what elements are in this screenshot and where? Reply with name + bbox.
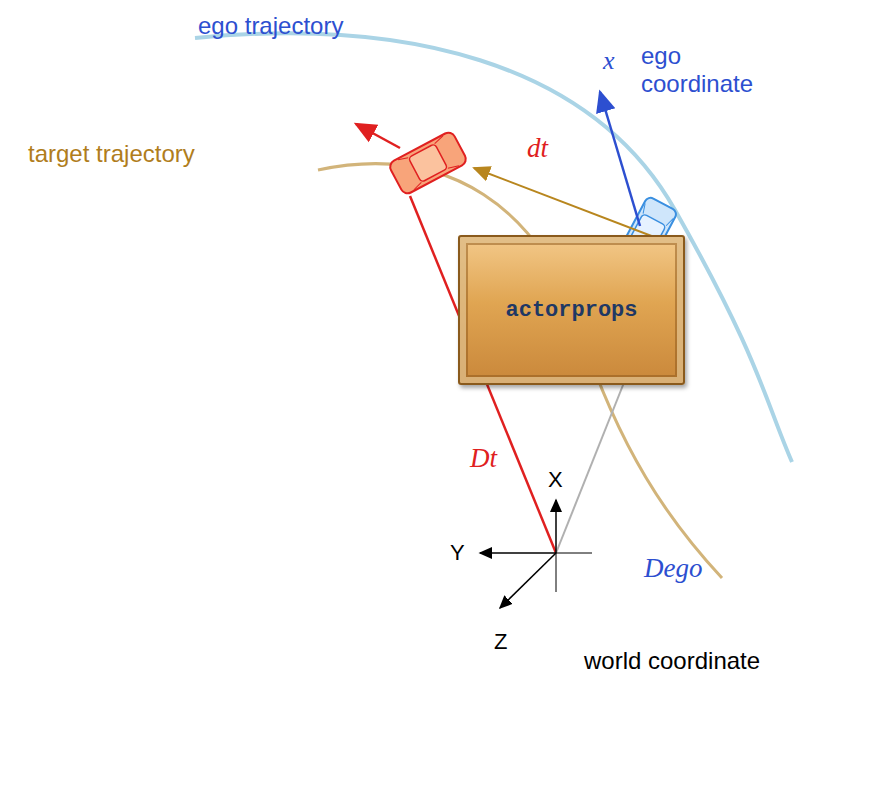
text-label: ego coordinate bbox=[641, 42, 771, 97]
axis-stub bbox=[556, 553, 557, 592]
text-label: x bbox=[603, 46, 615, 76]
text-label: dt bbox=[527, 133, 548, 164]
text-label: Dego bbox=[644, 553, 702, 584]
text-label: world coordinate bbox=[584, 647, 760, 675]
target-car bbox=[388, 130, 468, 196]
box-title: actorprops bbox=[505, 298, 637, 323]
target-heading-arrow bbox=[356, 124, 400, 148]
text-label: Z bbox=[494, 629, 507, 654]
text-label: X bbox=[548, 467, 563, 492]
text-label: target trajectory bbox=[28, 140, 195, 168]
text-label: Y bbox=[450, 540, 465, 565]
world-z-axis bbox=[500, 553, 556, 608]
world-y-axis bbox=[480, 552, 556, 554]
world-x-axis bbox=[555, 500, 557, 553]
text-label: ego trajectory bbox=[198, 12, 343, 40]
actor-box: actorprops bbox=[458, 235, 685, 385]
relative-position-vector bbox=[474, 168, 662, 240]
target-trajectory-curve bbox=[318, 164, 722, 578]
axis-stub bbox=[556, 553, 592, 554]
text-label: Dt bbox=[470, 443, 497, 474]
ego-x-axis bbox=[600, 92, 640, 226]
